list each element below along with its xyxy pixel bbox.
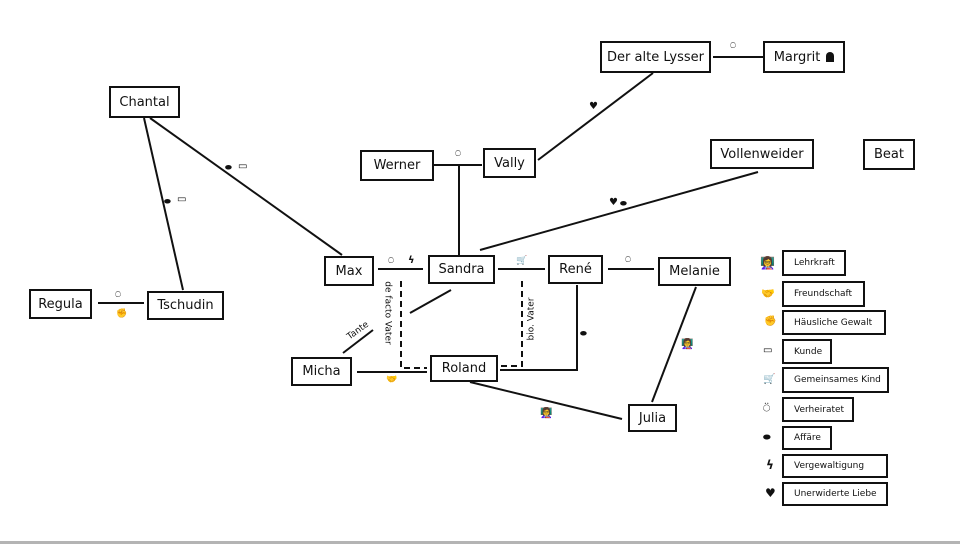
legend-item-kunde: Kunde bbox=[782, 339, 832, 364]
lightning-icon: ϟ bbox=[408, 255, 415, 266]
lips-icon: ⬬ bbox=[164, 197, 171, 206]
ring-icon: ⍥ bbox=[115, 290, 121, 301]
legend-fist-icon: ✊ bbox=[764, 316, 777, 327]
ring-icon: ⍥ bbox=[455, 149, 461, 160]
teacher-icon: 👩‍🏫 bbox=[681, 339, 694, 350]
ring-icon: ⍥ bbox=[625, 255, 631, 266]
legend-teacher-icon: 👩‍🏫 bbox=[760, 256, 775, 270]
legend-item-unerwiderte-liebe: Unerwiderte Liebe bbox=[782, 482, 888, 506]
legend-lightning-icon: ϟ bbox=[766, 458, 774, 472]
node-regula[interactable]: Regula bbox=[29, 289, 92, 319]
node-melanie[interactable]: Melanie bbox=[658, 257, 731, 286]
edge-melanie-julia bbox=[651, 286, 697, 403]
lips-icon: ⬬ bbox=[225, 163, 232, 172]
edge-label-bio-vater: bio. Vater bbox=[526, 297, 537, 341]
legend-ring-icon: ⍥ bbox=[763, 401, 771, 415]
broken-heart-icon: ♥ bbox=[589, 101, 598, 112]
legend-lips-icon: ⬬ bbox=[763, 433, 771, 443]
node-roland[interactable]: Roland bbox=[430, 355, 498, 382]
legend-money-icon: ▭ bbox=[763, 345, 773, 356]
money-icon: ▭ bbox=[238, 161, 248, 172]
money-icon: ▭ bbox=[177, 194, 187, 205]
edge-roland-julia bbox=[469, 381, 623, 420]
ring-icon: ⍥ bbox=[730, 41, 736, 52]
legend-item-freundschaft: Freundschaft bbox=[782, 281, 865, 307]
node-max[interactable]: Max bbox=[324, 256, 374, 286]
handshake-icon: 🤝 bbox=[386, 375, 398, 385]
node-julia[interactable]: Julia bbox=[628, 404, 677, 432]
edge-sandra-micha-2 bbox=[342, 329, 374, 354]
node-micha[interactable]: Micha bbox=[291, 357, 352, 386]
node-chantal[interactable]: Chantal bbox=[109, 86, 180, 118]
legend-item-vergewaltigung: Vergewaltigung bbox=[782, 454, 888, 478]
legend-item-gemeinsames-kind: Gemeinsames Kind bbox=[782, 367, 889, 393]
edge-label-de-facto-vater: de facto Vater bbox=[382, 281, 393, 345]
legend-item-verheiratet: Verheiratet bbox=[782, 397, 854, 422]
lips-icon: ⬬ bbox=[620, 199, 627, 208]
broken-heart-icon: ♥ bbox=[609, 197, 618, 208]
node-margrit[interactable]: Margrit bbox=[763, 41, 845, 73]
legend-handshake-icon: 🤝 bbox=[761, 287, 775, 300]
edge-sandra-micha bbox=[409, 289, 452, 314]
node-margrit-label: Margrit bbox=[773, 49, 821, 65]
node-vally[interactable]: Vally bbox=[483, 148, 536, 178]
node-werner[interactable]: Werner bbox=[360, 150, 434, 181]
edge-vollenweider-sandra bbox=[479, 171, 759, 251]
legend-item-haeusliche-gewalt: Häusliche Gewalt bbox=[782, 310, 886, 335]
node-tschudin[interactable]: Tschudin bbox=[147, 291, 224, 320]
node-sandra[interactable]: Sandra bbox=[428, 255, 495, 284]
bottom-scrollbar[interactable] bbox=[0, 541, 960, 544]
ring-icon: ⍥ bbox=[388, 256, 394, 267]
legend-item-lehrkraft: Lehrkraft bbox=[782, 250, 846, 276]
tombstone-icon bbox=[826, 52, 835, 62]
node-beat[interactable]: Beat bbox=[863, 139, 915, 170]
edge-de-facto-vater bbox=[400, 281, 427, 369]
legend-stroller-icon: 🛒 bbox=[763, 374, 776, 385]
stroller-icon: 🛒 bbox=[516, 256, 528, 266]
teacher-icon: 👩‍🏫 bbox=[540, 408, 553, 419]
edge-lysser-vally bbox=[537, 72, 654, 161]
legend-broken-heart-icon: ♥ bbox=[765, 486, 776, 500]
edge-chantal-max bbox=[149, 117, 343, 256]
edge-bio-vater bbox=[500, 281, 523, 367]
edge-chantal-tschudin bbox=[143, 117, 184, 291]
fist-icon: ✊ bbox=[116, 309, 128, 319]
legend-item-affaere: Affäre bbox=[782, 426, 832, 450]
node-rene[interactable]: René bbox=[548, 255, 603, 284]
edge-rene-roland bbox=[500, 285, 578, 371]
lips-icon: ⬬ bbox=[580, 329, 587, 338]
node-der-alte-lysser[interactable]: Der alte Lysser bbox=[600, 41, 711, 73]
node-vollenweider[interactable]: Vollenweider bbox=[710, 139, 814, 169]
